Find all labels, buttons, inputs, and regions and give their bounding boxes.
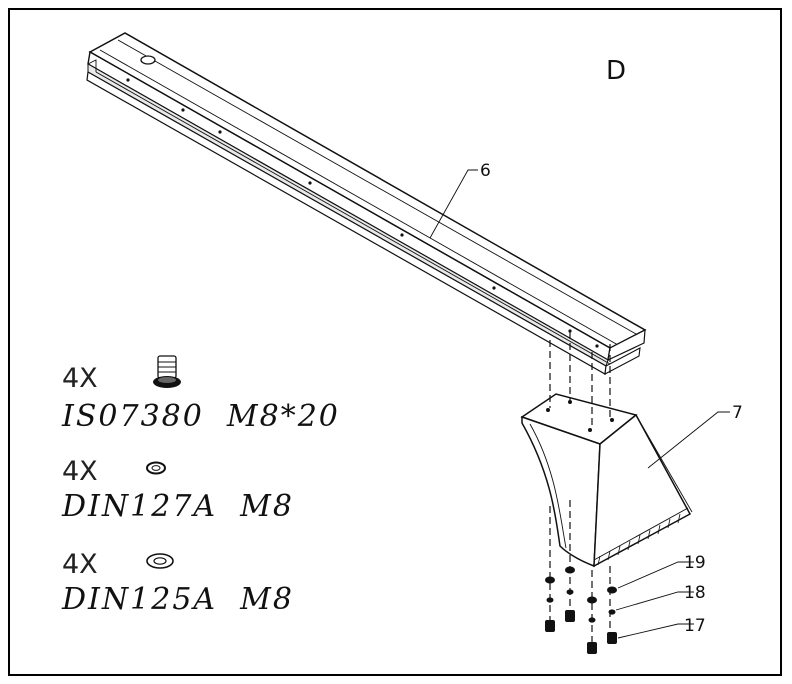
assembly-lines-lower — [549, 500, 611, 646]
spring-washer-icon — [546, 589, 616, 623]
hardware-row-spring-washer: 4X DIN127A M8 — [61, 456, 294, 524]
hardware-list: 4X IS07380 M8*20 4X DIN127A M8 — [61, 355, 340, 617]
callout-foot-label: 7 — [732, 403, 743, 423]
hardware-qty: 4X — [62, 456, 98, 487]
callout-washer-large-label: 19 — [684, 553, 706, 573]
bolt-icon — [153, 355, 181, 388]
callout-bolt-label: 17 — [684, 616, 706, 636]
flat-washer-icon — [545, 566, 617, 604]
callout-19: 19 — [617, 553, 706, 589]
callout-rail-label: 6 — [480, 161, 491, 181]
fasteners-group — [545, 566, 617, 654]
assembly-lines-upper — [549, 332, 611, 428]
hardware-code: DIN127A M8 — [61, 489, 294, 524]
view-label: D — [606, 56, 626, 86]
hardware-code: IS07380 M8*20 — [61, 399, 340, 434]
flat-washer-icon — [146, 553, 174, 569]
hardware-row-flat-washer: 4X DIN125A M8 — [61, 549, 294, 617]
hardware-code: DIN125A M8 — [61, 582, 294, 617]
callout-17: 17 — [617, 616, 706, 639]
rail-part — [86, 32, 647, 375]
callout-18: 18 — [615, 583, 706, 611]
bolt-icon — [545, 610, 617, 654]
foot-part — [520, 393, 693, 568]
spring-washer-icon — [146, 461, 166, 475]
hardware-row-bolt: 4X IS07380 M8*20 — [61, 355, 340, 434]
hardware-qty: 4X — [62, 363, 98, 394]
drawing-frame — [8, 8, 782, 676]
callout-washer-small-label: 18 — [684, 583, 706, 603]
callout-7: 7 — [647, 403, 743, 469]
callout-6: 6 — [429, 161, 491, 239]
hardware-qty: 4X — [62, 549, 98, 580]
